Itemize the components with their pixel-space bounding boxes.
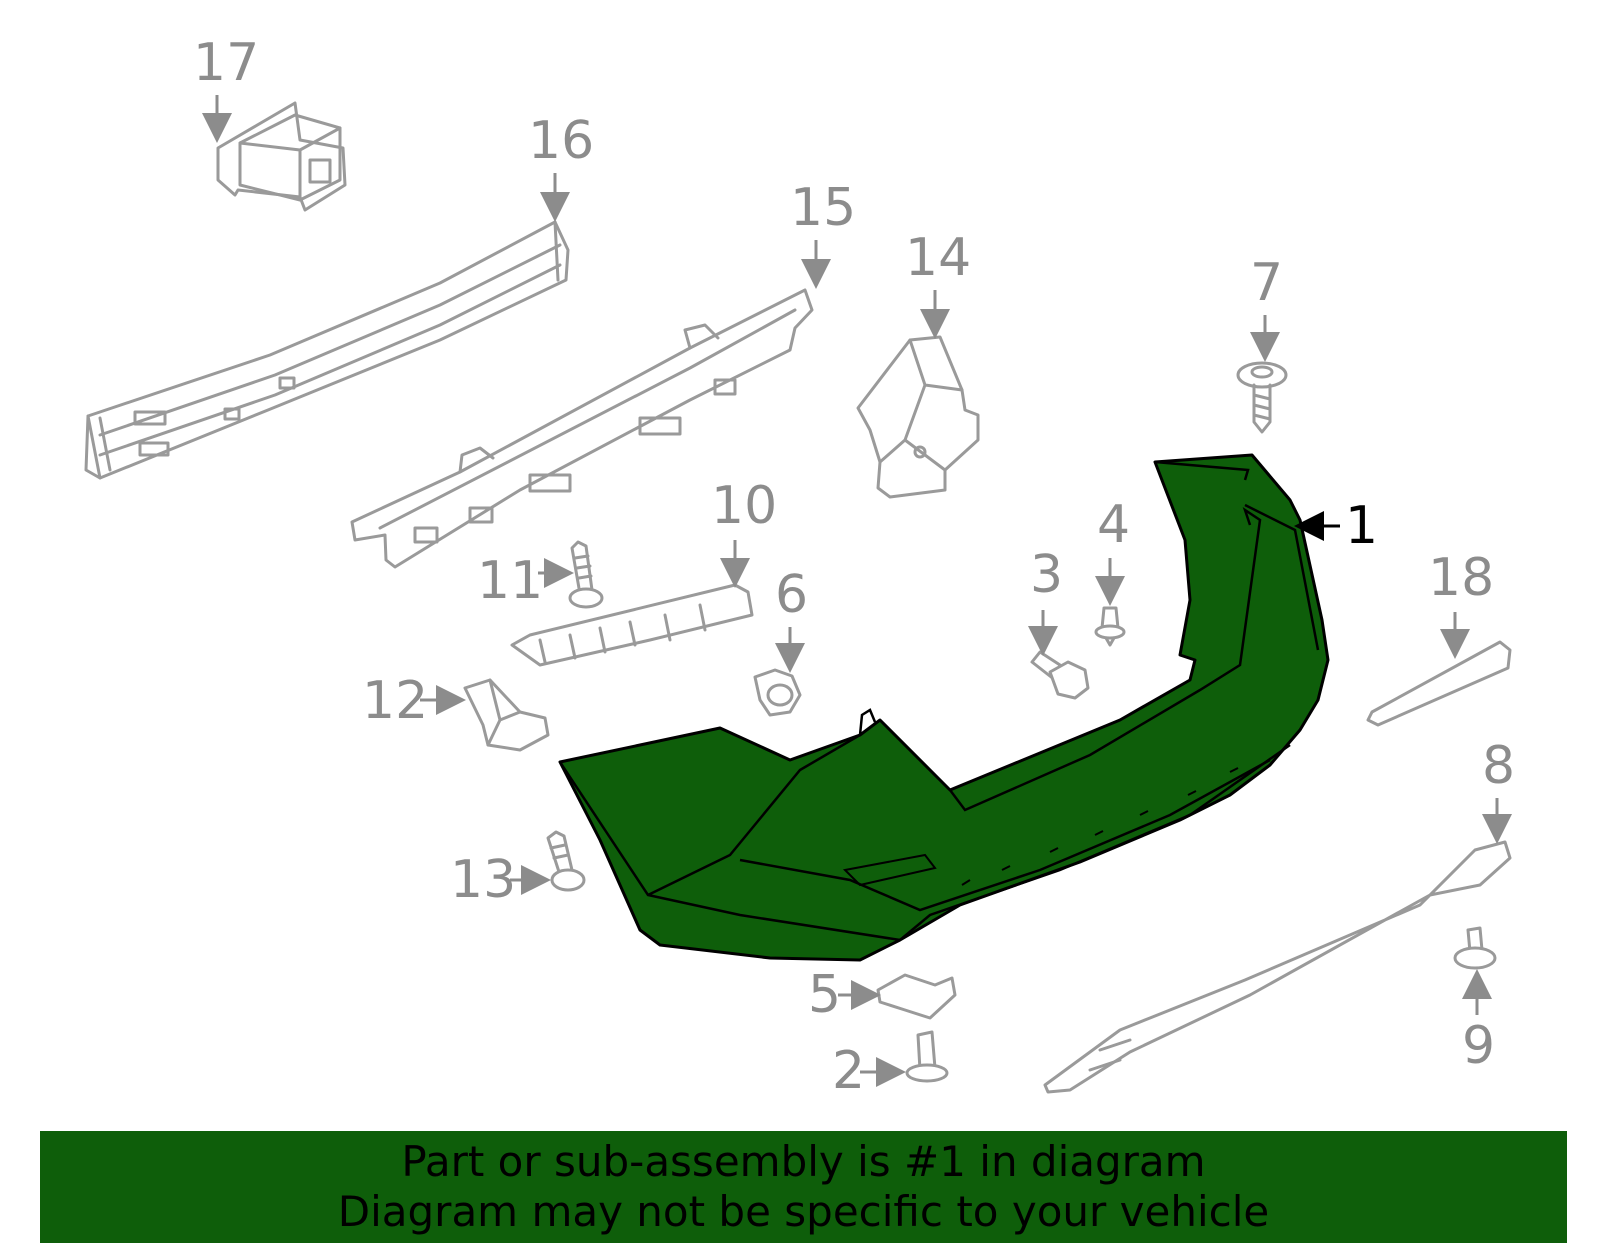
- callout-17: 17: [193, 33, 259, 93]
- callout-14: 14: [905, 228, 971, 288]
- part-8-lower-bracket[interactable]: [1043, 840, 1512, 1094]
- part-10-bracket[interactable]: [510, 583, 754, 667]
- part-14-side-bracket[interactable]: [856, 335, 980, 499]
- callout-6: 6: [775, 565, 808, 625]
- part-7-clip[interactable]: [1236, 361, 1288, 434]
- banner-line-2: Diagram may not be specific to your vehi…: [337, 1187, 1270, 1236]
- callout-10: 10: [711, 476, 777, 536]
- part-9-clip[interactable]: [1453, 926, 1497, 970]
- part-17-bracket[interactable]: [216, 101, 347, 212]
- part-1-bumper-cover[interactable]: [558, 453, 1330, 962]
- part-11-bolt[interactable]: [568, 540, 604, 609]
- callout-7: 7: [1250, 253, 1283, 313]
- part-2-clip[interactable]: [905, 1030, 949, 1083]
- callout-9: 9: [1462, 1016, 1495, 1076]
- banner-line-1: Part or sub-assembly is #1 in diagram: [401, 1137, 1206, 1186]
- callout-2: 2: [832, 1041, 865, 1101]
- callout-5: 5: [808, 965, 841, 1025]
- callout-4: 4: [1097, 495, 1130, 555]
- part-3-bolt[interactable]: [1030, 650, 1090, 700]
- part-13-bolt[interactable]: [546, 830, 586, 892]
- callout-12: 12: [362, 671, 428, 731]
- part-4-clip[interactable]: [1094, 606, 1126, 647]
- callout-13: 13: [450, 850, 516, 910]
- callout-15: 15: [790, 178, 856, 238]
- callout-16: 16: [528, 111, 594, 171]
- callout-1: 1: [1345, 496, 1378, 556]
- callout-8: 8: [1482, 736, 1515, 796]
- part-18-molding[interactable]: [1366, 640, 1512, 727]
- part-16-reinforcement[interactable]: [84, 220, 570, 480]
- part-12-bracket[interactable]: [463, 678, 550, 752]
- part-15-absorber[interactable]: [350, 288, 814, 569]
- info-banner: Part or sub-assembly is #1 in diagram Di…: [40, 1131, 1567, 1243]
- callout-11: 11: [477, 551, 543, 611]
- part-6-grommet[interactable]: [753, 668, 802, 717]
- part-5-bracket[interactable]: [876, 973, 957, 1020]
- callout-3: 3: [1030, 545, 1063, 605]
- callout-18: 18: [1428, 548, 1494, 608]
- bumper-cover-shape: [558, 453, 1330, 962]
